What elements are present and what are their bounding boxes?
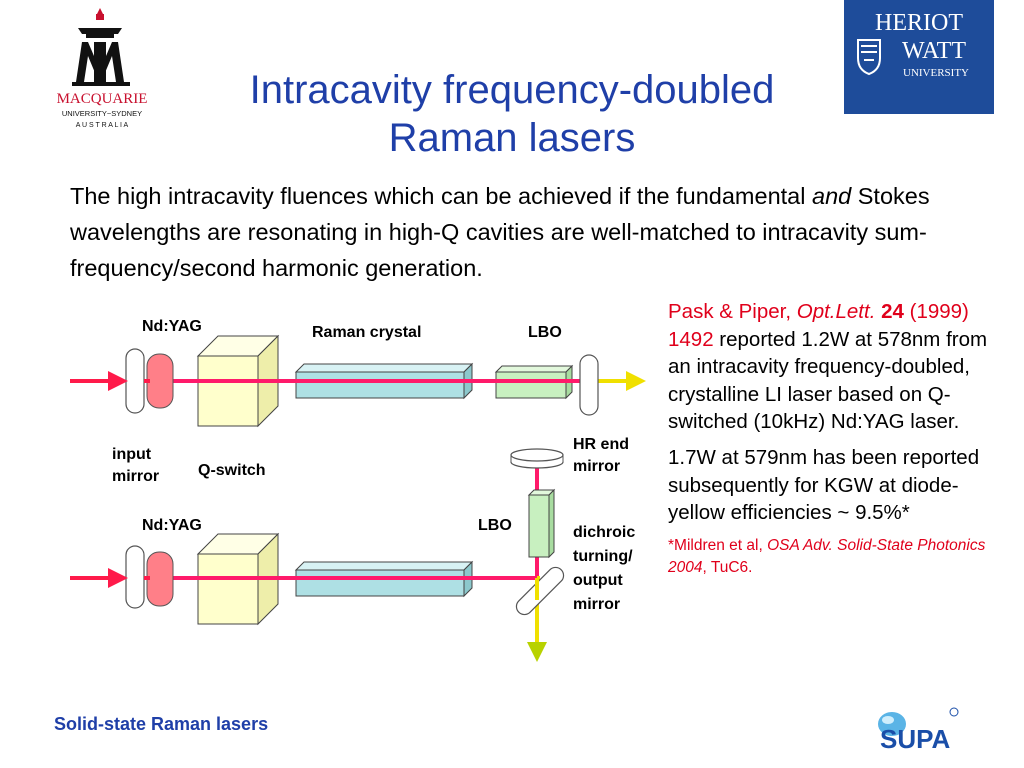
label-input-line-2: mirror xyxy=(112,468,159,485)
title-line-1: Intracavity frequency-doubled xyxy=(249,68,775,112)
hw-line2: WATT xyxy=(902,38,966,64)
intro-paragraph: The high intracavity fluences which can … xyxy=(70,178,970,286)
intro-italic: and xyxy=(812,183,852,209)
hw-line3: UNIVERSITY xyxy=(903,67,969,79)
bottom-lbo-crystal xyxy=(527,488,556,559)
footer-title: Solid-state Raman lasers xyxy=(54,714,269,734)
ref-volume: 24 xyxy=(881,300,904,323)
intro-part-1: The high intracavity fluences which can … xyxy=(70,183,812,209)
top-lbo-crystal xyxy=(494,364,574,400)
macquarie-logo: MACQUARIE UNIVERSITY~SYDNEY A U S T R A … xyxy=(57,8,148,129)
top-input-mirror xyxy=(125,348,145,414)
paragraph-1-rest: reported 1.2W at 578nm from an intracavi… xyxy=(668,327,988,434)
macquarie-country: A U S T R A L I A xyxy=(76,122,129,129)
top-laser-system xyxy=(70,334,646,428)
label-dichroic-line-3: output xyxy=(573,572,623,589)
label-q-switch: Q-switch xyxy=(198,462,266,479)
laser-diagram: Nd:YAG Raman crystal LBO input mirror Q-… xyxy=(70,318,646,662)
bottom-raman-crystal xyxy=(294,560,474,598)
label-lbo-bottom: LBO xyxy=(478,517,512,534)
label-ndyag-bottom: Nd:YAG xyxy=(142,517,202,534)
top-ndyag-crystal xyxy=(196,334,280,428)
intro-part-2: Stokes wavelengths are resonating in hig… xyxy=(70,183,930,281)
right-text-column: Pask & Piper, Opt.Lett. 24 (1999) 1492 r… xyxy=(668,298,988,587)
heriot-watt-logo: HERIOT WATT UNIVERSITY xyxy=(844,0,994,114)
paragraph-kgw: 1.7W at 579nm has been reported subseque… xyxy=(668,445,980,525)
label-hr-line-2: mirror xyxy=(573,458,620,475)
macquarie-name: MACQUARIE xyxy=(57,91,148,107)
label-hr-line-1: HR end xyxy=(573,436,629,453)
footnote-post: , TuC6. xyxy=(702,558,753,576)
bottom-q-switch xyxy=(146,551,174,607)
paragraph-pask-piper: Pask & Piper, Opt.Lett. 24 (1999) 1492 r… xyxy=(668,298,988,436)
label-raman-crystal: Raman crystal xyxy=(312,324,421,341)
ref-year-page: (1999) 1492 xyxy=(668,300,969,351)
ref-journal: Opt.Lett. xyxy=(796,300,876,323)
bottom-input-mirror xyxy=(125,545,145,609)
macquarie-sub: UNIVERSITY~SYDNEY xyxy=(62,109,142,118)
label-dichroic-line-4: mirror xyxy=(573,596,620,613)
top-end-mirror xyxy=(579,354,599,416)
bottom-laser-system xyxy=(70,448,565,662)
label-lbo-top: LBO xyxy=(528,324,562,341)
top-q-switch xyxy=(146,353,174,409)
footnote-journal: OSA Adv. Solid-State Photonics 2004 xyxy=(668,536,986,576)
ref-authors: Pask & Piper, xyxy=(668,300,797,323)
supa-logo: SUPA xyxy=(878,707,959,754)
supa-text: SUPA xyxy=(880,724,951,754)
label-ndyag-top: Nd:YAG xyxy=(142,318,202,335)
top-raman-crystal xyxy=(294,362,474,400)
footnote-pre: *Mildren et al, xyxy=(668,536,768,554)
label-input-line-1: input xyxy=(112,446,152,463)
label-dichroic-line-2: turning/ xyxy=(573,548,633,565)
slide-title: Intracavity frequency-doubled Raman lase… xyxy=(180,66,844,162)
label-dichroic-line-1: dichroic xyxy=(573,524,635,541)
title-line-2: Raman lasers xyxy=(388,116,636,160)
hw-line1: HERIOT xyxy=(875,10,963,36)
bottom-hr-end-mirror xyxy=(510,448,564,469)
bottom-dichroic-mirror xyxy=(515,566,565,616)
footnote: *Mildren et al, OSA Adv. Solid-State Pho… xyxy=(668,535,988,579)
